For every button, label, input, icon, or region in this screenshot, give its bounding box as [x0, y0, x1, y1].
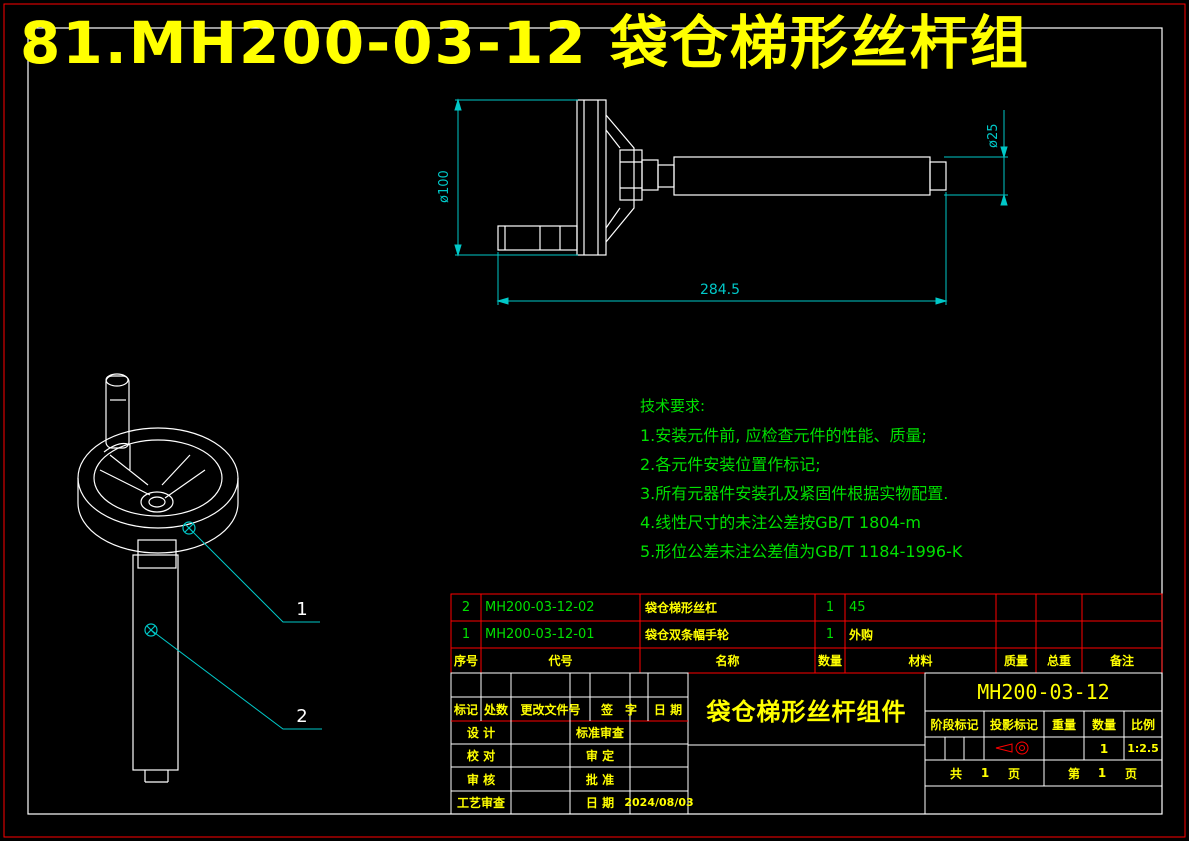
- bom-row-seq: 1: [461, 627, 471, 642]
- bom-table: [450, 593, 1163, 674]
- bom-row-qty: 1: [825, 600, 835, 615]
- tb-quantity: 数量: [1091, 717, 1116, 732]
- tb-drawing-no: MH200-03-12: [977, 680, 1110, 704]
- leader-lines: [150, 527, 322, 730]
- tb-projection: 投影标记: [989, 717, 1038, 732]
- side-view: [497, 99, 947, 256]
- technical-requirements: 技术要求: 1.安装元件前, 应检查元件的性能、质量; 2.各元件安装位置作标记…: [640, 392, 962, 566]
- tb-approve-def: 审 定: [585, 749, 615, 763]
- bom-header-qty: 数量: [817, 654, 842, 668]
- tech-item: 3.所有元器件安装孔及紧固件根据实物配置.: [640, 484, 949, 503]
- dim-length: 284.5: [699, 282, 741, 298]
- bom-row-name: 袋仓梯形丝杠: [645, 601, 718, 615]
- outer-border: [3, 3, 1186, 838]
- tech-item: 2.各元件安装位置作标记;: [640, 455, 821, 474]
- bom-row-material: 外购: [849, 628, 874, 642]
- bom-header-name: 名称: [715, 654, 740, 668]
- tb-design: 设 计: [466, 726, 496, 740]
- tb-date: 日 期: [653, 702, 683, 717]
- tb-sheet-label: 第: [1068, 766, 1081, 781]
- bom-row-code: MH200-03-12-01: [485, 627, 595, 642]
- dimension-lines: [454, 98, 1008, 305]
- tb-drawing-name: 袋仓梯形丝杆组件: [706, 697, 907, 726]
- bom-header-unit-weight: 质量: [1003, 654, 1028, 668]
- drawing-banner-title: 81.MH200-03-12 袋仓梯形丝杆组: [20, 9, 1030, 77]
- bom-row-seq: 2: [461, 600, 471, 615]
- bom-row-name: 袋仓双条幅手轮: [645, 628, 730, 642]
- balloon-2: 2: [296, 705, 308, 727]
- bom-header-remark: 备注: [1109, 654, 1134, 668]
- tb-review: 审 核: [466, 772, 496, 787]
- bom-header-seq: 序号: [453, 654, 478, 668]
- dim-dia100: ø100: [436, 170, 452, 203]
- isometric-view: [77, 373, 239, 783]
- tech-item: 4.线性尺寸的未注公差按GB/T 1804-m: [640, 513, 921, 532]
- bom-row-material: 45: [849, 600, 866, 615]
- tb-marks: 标记: [453, 702, 478, 717]
- tech-heading: 技术要求:: [640, 397, 706, 415]
- tb-date-value: 2024/08/03: [624, 796, 694, 809]
- bom-header-material: 材料: [908, 654, 933, 668]
- tech-item: 5.形位公差未注公差值为GB/T 1184-1996-K: [640, 542, 963, 561]
- tb-check: 校 对: [466, 749, 496, 763]
- balloon-1: 1: [296, 598, 308, 620]
- bom-row-qty: 1: [825, 627, 835, 642]
- tb-date2: 日 期: [585, 796, 615, 810]
- title-block-grid: [450, 672, 1163, 815]
- tb-page-unit: 页: [1008, 766, 1021, 781]
- tb-process: 工艺审查: [456, 796, 505, 810]
- tech-item: 1.安装元件前, 应检查元件的性能、质量;: [640, 426, 927, 445]
- tb-change-doc: 更改文件号: [520, 702, 581, 717]
- tb-stage: 阶段标记: [930, 717, 979, 732]
- tb-sheets-total-label: 共: [950, 766, 963, 781]
- tb-sheets-total: 1: [980, 766, 990, 780]
- tb-approve: 批 准: [585, 772, 615, 787]
- tb-sheet-no: 1: [1097, 766, 1107, 780]
- bom-header-total-weight: 总重: [1046, 654, 1071, 668]
- tb-weight: 重量: [1051, 717, 1076, 732]
- tb-scale-value: 1:2.5: [1127, 742, 1159, 755]
- tb-zones: 处数: [483, 702, 508, 717]
- tb-scale: 比例: [1130, 717, 1155, 732]
- tb-sign: 签 字: [600, 702, 637, 717]
- tb-std-review: 标准审查: [575, 726, 624, 740]
- dim-dia25: ø25: [985, 123, 1001, 149]
- tb-page-unit2: 页: [1125, 766, 1138, 781]
- tb-qty-value: 1: [1099, 741, 1109, 756]
- bom-header-code: 代号: [548, 654, 573, 668]
- bom-row-code: MH200-03-12-02: [485, 600, 595, 615]
